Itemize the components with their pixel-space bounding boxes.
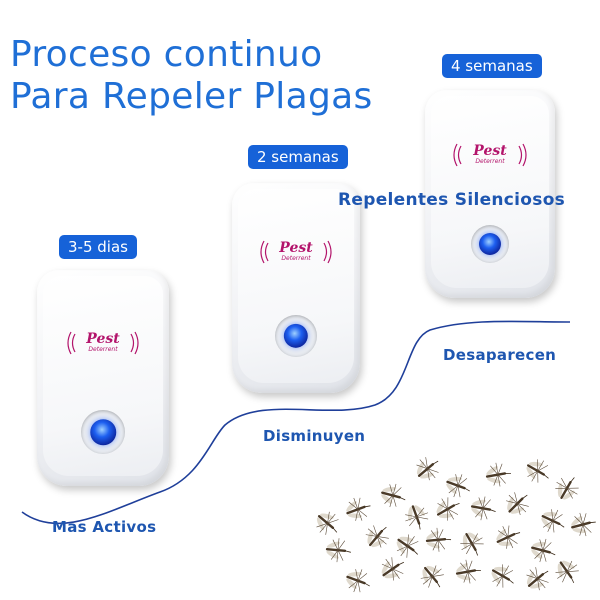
pill-stage-2: 2 semanas [248, 145, 348, 169]
mosquito-icon [376, 479, 410, 512]
sound-wave-icon [67, 331, 139, 355]
mosquito-icon [400, 500, 434, 535]
pill-stage-1: 3-5 dias [59, 235, 137, 259]
mosquito-icon [519, 453, 557, 490]
mosquito-icon [414, 558, 452, 596]
sound-wave-icon [453, 143, 527, 167]
title-line-2: Para Repeler Plagas [10, 76, 373, 117]
mosquito-icon [409, 450, 447, 487]
mosquito-icon [566, 508, 596, 541]
device-stage-3: Pest Deterrent [425, 90, 555, 298]
stage-label-1: Mas Activos [52, 518, 157, 536]
pest-logo: Pest Deterrent [86, 331, 120, 353]
stage-label-2: Disminuyen [263, 427, 366, 445]
mosquito-icon [452, 556, 485, 587]
device-stage-2: Pest Deterrent [232, 183, 360, 393]
sound-wave-icon [260, 240, 332, 264]
mosquito-icon [309, 505, 347, 543]
mosquito-icon [535, 503, 571, 539]
mosquito-icon [323, 535, 354, 565]
device-stage-1: Pest Deterrent [37, 270, 169, 486]
highlight-label: Repelentes Silenciosos [338, 190, 566, 210]
mosquito-icon [482, 459, 515, 490]
mosquito-icon [549, 469, 586, 507]
mosquito-icon [441, 469, 476, 503]
mosquito-icon [454, 525, 491, 563]
mosquito-icon [519, 559, 557, 597]
mosquito-icon [549, 553, 586, 591]
blue-led-icon [81, 410, 125, 454]
mosquito-icon [359, 517, 397, 555]
blue-led-icon [471, 225, 509, 263]
mosquito-icon [374, 550, 412, 587]
mosquito-icon [490, 519, 526, 555]
mosquito-icon [499, 484, 537, 522]
mosquito-icon [423, 525, 454, 555]
pill-stage-3: 4 semanas [442, 54, 542, 78]
stage-label-3: Desaparecen [443, 346, 557, 364]
blue-led-icon [275, 315, 317, 357]
mosquito-icon [341, 492, 376, 526]
mosquito-icon [389, 528, 427, 565]
mosquito-icon [341, 564, 376, 598]
pest-logo: Pest Deterrent [473, 143, 507, 165]
mosquito-icon [526, 534, 560, 567]
mosquito-cluster [309, 450, 596, 598]
pest-logo: Pest Deterrent [279, 240, 313, 262]
mosquito-icon [484, 558, 522, 595]
mosquito-icon [467, 493, 500, 524]
page-title: Proceso continuo Para Repeler Plagas [10, 34, 373, 118]
title-line-1: Proceso continuo [10, 34, 323, 75]
